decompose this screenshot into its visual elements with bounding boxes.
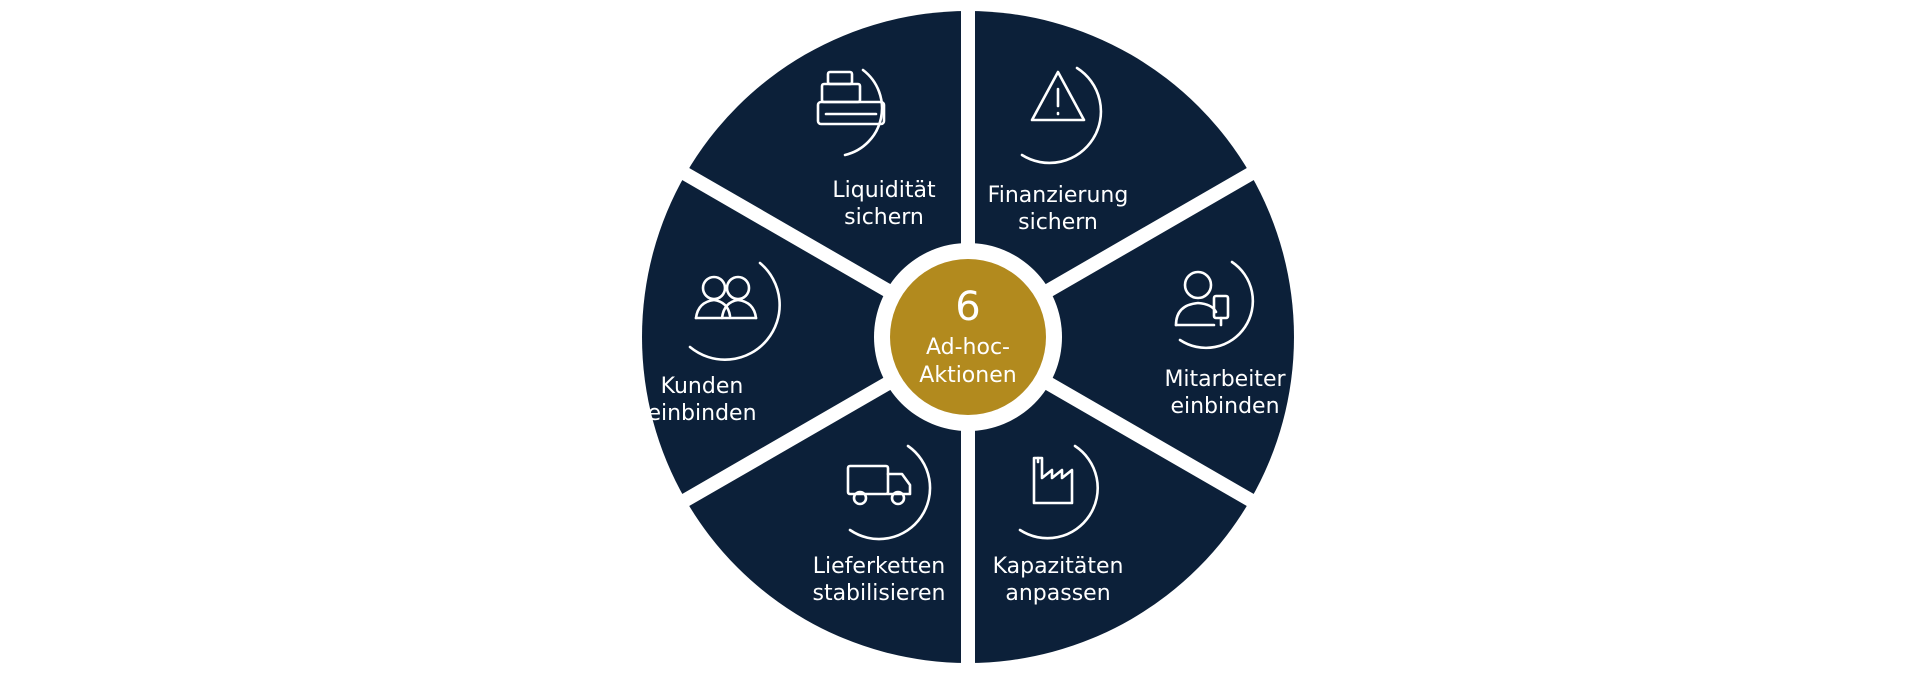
segment-kunden: Kunden einbinden xyxy=(647,261,781,426)
center-label-line1: Ad-hoc- xyxy=(926,335,1010,360)
segment-wedge-lieferketten xyxy=(685,337,968,663)
kapazitaeten-arc xyxy=(1018,444,1099,540)
cash-register-icon xyxy=(816,70,886,126)
segment-mitarbeiter: Mitarbeiter einbinden xyxy=(1164,260,1286,419)
kunden-label-line2: einbinden xyxy=(647,401,756,426)
employee-device-icon xyxy=(1174,270,1230,327)
liquiditaet-label-line2: sichern xyxy=(844,205,924,230)
liquiditaet-label-line1: Liquidität xyxy=(832,178,936,203)
center-label-line2: Aktionen xyxy=(919,363,1016,388)
customers-icon xyxy=(694,275,758,320)
center-circle xyxy=(890,259,1046,415)
finanzierung-arc xyxy=(1020,66,1103,165)
kunden-label-line1: Kunden xyxy=(661,374,744,399)
segment-liquiditaet: Liquidität sichern xyxy=(816,68,936,230)
center-number: 6 xyxy=(955,284,980,330)
mitarbeiter-label-line2: einbinden xyxy=(1170,394,1279,419)
segment-wedge-mitarbeiter xyxy=(968,174,1294,500)
segment-finanzierung: Finanzierung sichern xyxy=(988,66,1129,235)
factory-icon xyxy=(1032,456,1074,505)
finanzierung-label-line1: Finanzierung xyxy=(988,183,1129,208)
truck-icon xyxy=(846,464,912,506)
segment-kapazitaeten: Kapazitäten anpassen xyxy=(993,444,1124,606)
segment-wedge-liquiditaet xyxy=(685,11,968,337)
lieferketten-label-line1: Lieferketten xyxy=(813,554,945,579)
mitarbeiter-label-line1: Mitarbeiter xyxy=(1164,367,1286,392)
segment-wedge-finanzierung xyxy=(968,11,1251,337)
lieferketten-label-line2: stabilisieren xyxy=(812,581,945,606)
segment-wedge-kunden xyxy=(642,174,968,500)
liquiditaet-arc xyxy=(843,68,884,157)
kapazitaeten-label-line2: anpassen xyxy=(1005,581,1110,606)
kapazitaeten-label-line1: Kapazitäten xyxy=(993,554,1124,579)
mitarbeiter-arc xyxy=(1178,260,1255,350)
finanzierung-label-line2: sichern xyxy=(1018,210,1098,235)
kunden-arc xyxy=(688,261,781,361)
lieferketten-arc xyxy=(848,444,932,541)
segment-wedge-kapazitaeten xyxy=(968,337,1251,663)
segment-lieferketten: Lieferketten stabilisieren xyxy=(812,444,946,606)
warning-icon xyxy=(1030,70,1086,122)
